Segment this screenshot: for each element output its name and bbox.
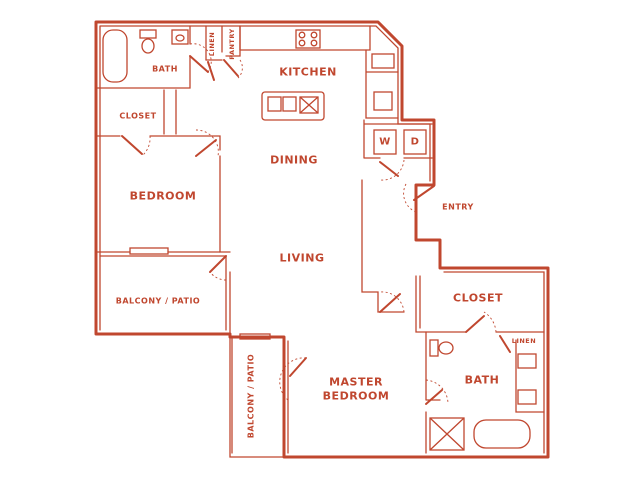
- washer: [373, 129, 397, 155]
- shower: [429, 417, 465, 451]
- bedroom-label: BEDROOM: [129, 189, 197, 203]
- living-label: LIVING: [279, 251, 325, 265]
- island-sink-right: [282, 96, 297, 112]
- kitchen-right-counter: [365, 49, 399, 119]
- burner-3: [298, 39, 306, 47]
- dishwasher: [373, 91, 393, 111]
- kitchen-island: [261, 91, 325, 121]
- vanity-sink-2: [517, 389, 537, 405]
- shower-cross: [429, 417, 465, 451]
- laundry-walls: [363, 119, 433, 159]
- bath-sink-basin: [175, 34, 185, 42]
- bath-door[interactable]: [189, 55, 209, 73]
- closet-door[interactable]: [121, 135, 143, 155]
- island-cooktop: [299, 96, 319, 114]
- bath-sink: [171, 29, 189, 45]
- linen-label: LINEN: [208, 31, 216, 57]
- dryer: [403, 129, 427, 155]
- master-linen-label: LINEN: [511, 337, 537, 345]
- bedroom-right-wall: [219, 155, 231, 335]
- bath-label: BATH: [152, 64, 178, 74]
- dining-label: DINING: [270, 153, 318, 167]
- master-bath-walls: [425, 331, 545, 454]
- master-bedroom-label-line2: BEDROOM: [322, 389, 390, 403]
- master-linen-door[interactable]: [499, 335, 511, 353]
- bathtub: [102, 29, 128, 83]
- entry-door-swing: [403, 183, 417, 213]
- laundry-door[interactable]: [379, 161, 399, 177]
- bath-walls: [95, 25, 207, 89]
- master-bedroom-label-line1: MASTER: [329, 375, 383, 389]
- refrigerator: [371, 53, 395, 69]
- washer-label: W: [379, 136, 391, 148]
- burner-4: [310, 39, 318, 47]
- toilet-tank: [139, 29, 157, 39]
- master-bath-door[interactable]: [425, 389, 443, 405]
- living-right-wall: [361, 179, 405, 313]
- master-closet-inner-door[interactable]: [465, 315, 485, 333]
- master-toilet-bowl: [438, 341, 454, 355]
- pantry-door-swing: [237, 59, 243, 79]
- outer-wall-inner-line: [99, 25, 545, 454]
- master-closet-door[interactable]: [379, 293, 401, 313]
- vanity-sink-1: [517, 353, 537, 369]
- island-cooktop-cross: [299, 96, 319, 114]
- linen-door[interactable]: [207, 61, 215, 81]
- master-bedroom-door[interactable]: [289, 357, 307, 377]
- master-balcony-wall: [229, 333, 285, 458]
- master-closet-walls: [415, 275, 545, 333]
- balcony-patio-2-label: BALCONY / PATIO: [246, 353, 256, 439]
- island-sink-left: [267, 96, 282, 112]
- master-toilet-tank: [429, 339, 439, 357]
- balcony-rail: [99, 255, 227, 331]
- bedroom-door-swing: [195, 129, 219, 157]
- master-closet-inner-door-swing: [483, 311, 497, 333]
- closet-door-swing: [141, 135, 151, 157]
- master-tub: [473, 419, 531, 449]
- closet-walls: [95, 89, 221, 151]
- toilet-bowl: [141, 38, 155, 54]
- sliding-door[interactable]: [129, 247, 169, 255]
- master-bath-label: BATH: [464, 373, 500, 387]
- dryer-label: D: [410, 136, 420, 148]
- kitchen-counter: [239, 25, 371, 51]
- stove: [295, 29, 321, 49]
- entry-label: ENTRY: [442, 202, 474, 212]
- master-bath-door-swing: [425, 379, 449, 405]
- burner-2: [310, 31, 318, 39]
- master-sliding-door[interactable]: [239, 333, 271, 340]
- kitchen-label: KITCHEN: [279, 65, 337, 79]
- master-closet-label: CLOSET: [453, 291, 503, 305]
- laundry-door-swing: [379, 159, 405, 181]
- living-door-swing: [209, 271, 227, 281]
- balcony-patio-label: BALCONY / PATIO: [115, 296, 201, 306]
- burner-1: [298, 31, 306, 39]
- pantry-label: PANTRY: [228, 28, 236, 60]
- living-door[interactable]: [209, 255, 227, 273]
- pantry-door[interactable]: [223, 59, 239, 77]
- entry-door[interactable]: [413, 185, 435, 201]
- closet-label: CLOSET: [119, 111, 157, 121]
- bedroom-door[interactable]: [195, 139, 217, 157]
